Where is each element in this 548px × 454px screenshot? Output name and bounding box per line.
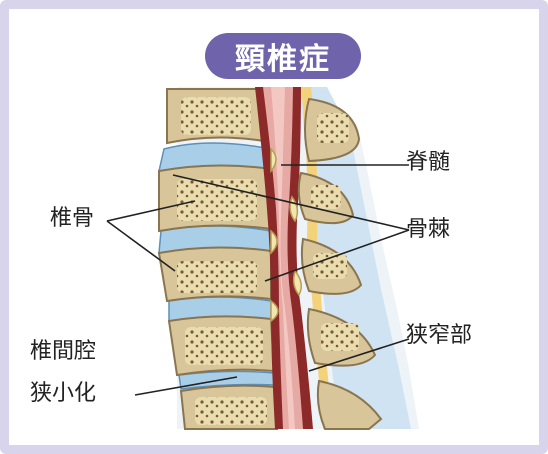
spinal-cord xyxy=(255,87,313,429)
label-bone-spur: 骨棘 xyxy=(406,217,451,242)
leader-lines xyxy=(106,164,410,396)
leader-bone-spur-b xyxy=(264,229,410,282)
leader-narrowing xyxy=(308,338,410,372)
leader-vertebra-b xyxy=(106,220,176,272)
label-spinal-cord: 脊髄 xyxy=(406,150,451,175)
leader-disc-space xyxy=(134,376,238,396)
label-disc-space-line1: 椎間腔 xyxy=(30,339,97,364)
label-narrowing: 狭窄部 xyxy=(406,323,473,348)
label-disc-space-line2: 狭小化 xyxy=(30,381,97,406)
title-text: 頸椎症 xyxy=(235,42,331,77)
title-badge: 頸椎症 xyxy=(205,33,361,79)
leader-vertebra-a xyxy=(106,200,196,222)
posterior-elements xyxy=(297,97,383,430)
leader-bone-spur-a xyxy=(172,174,410,231)
label-vertebra: 椎骨 xyxy=(50,206,95,231)
cervical-spine-illustration xyxy=(106,87,419,430)
